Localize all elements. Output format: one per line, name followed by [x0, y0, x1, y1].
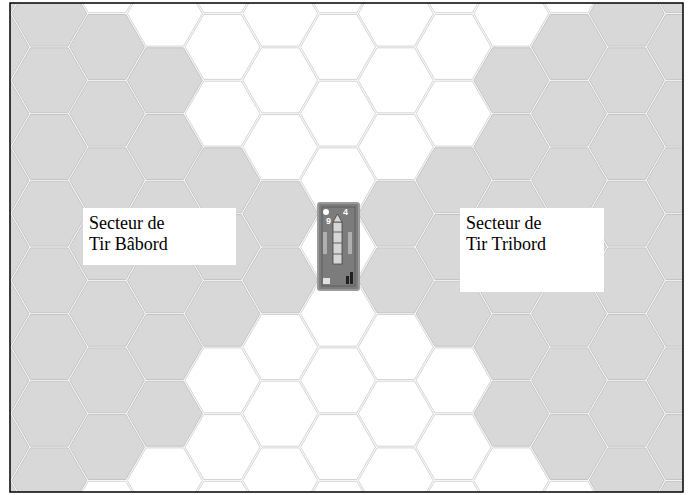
ship-counter [318, 203, 359, 290]
counter-number: 9 [326, 216, 331, 226]
hex-cell [647, 148, 683, 213]
hex-cell [647, 415, 683, 480]
map-frame [10, 3, 683, 492]
sector-label: Secteur de Tir Tribord [460, 208, 570, 260]
hex-cell [647, 348, 683, 413]
hex-cell [647, 281, 683, 346]
sector-label-box: Secteur de Tir Bâbord [83, 208, 236, 265]
sector-label: Secteur de Tir Bâbord [83, 208, 193, 260]
hex-cell [647, 81, 683, 146]
hex-cell [647, 3, 683, 13]
sector-label-box: Secteur de Tir Tribord [460, 208, 604, 292]
counter-number: 4 [343, 207, 348, 217]
hex-cell [647, 215, 683, 280]
hex-cell [647, 481, 683, 492]
hex-cell [647, 15, 683, 80]
